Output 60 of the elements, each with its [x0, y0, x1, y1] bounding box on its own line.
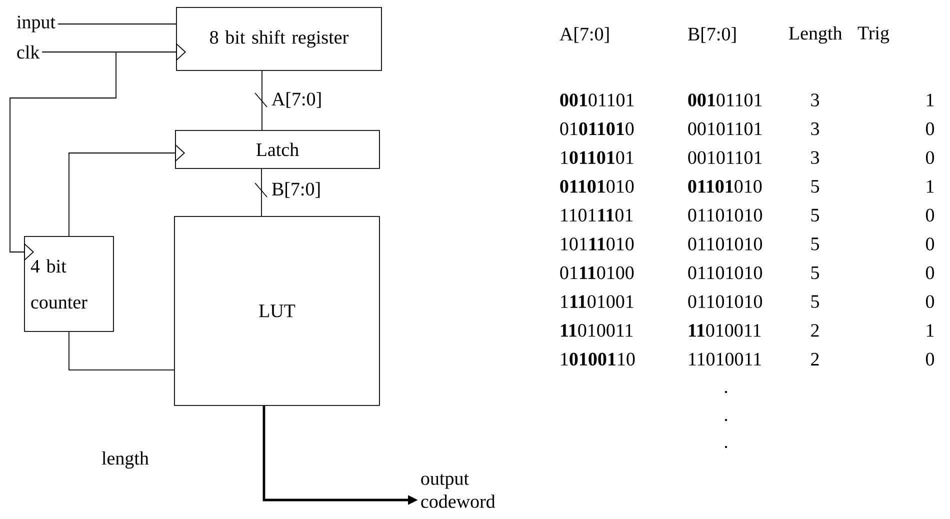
table-cell: 5 [811, 238, 819, 250]
table-cell: 00101101 [560, 94, 634, 106]
table-cell: 11011101 [561, 208, 633, 222]
table-cell: 0 [926, 208, 934, 222]
table-cell: 01101010 [688, 208, 762, 222]
table-cell: 1 [926, 324, 934, 337]
table-cell: 5 [811, 208, 819, 222]
table-cell: 3 [811, 122, 819, 136]
table-cell: 0 [926, 122, 934, 136]
table-cell: 2 [811, 352, 819, 366]
edge-label: A[7:0] [270, 91, 324, 109]
table-cell: 1 [926, 180, 934, 193]
wire [68, 144, 185, 236]
table-cell: 0 [926, 295, 934, 308]
table-cell: 01101010 [688, 295, 762, 308]
column-header: B[7:0] [688, 27, 736, 43]
table-cell: 11010011 [689, 352, 761, 366]
table-cell: 00101101 [688, 122, 762, 136]
table-cell: 10111010 [561, 238, 634, 250]
table-cell: 10100110 [561, 352, 635, 366]
wire [68, 331, 174, 370]
table-cell: 0 [926, 238, 934, 250]
signal-label: length [102, 451, 149, 469]
column-header: Trig [858, 26, 890, 44]
ellipsis-dot: . [724, 418, 728, 422]
table-cell: 01101010 [688, 180, 762, 193]
shift-register-box: 8 bit shift register [176, 7, 382, 71]
table-cell: 00101101 [688, 94, 762, 106]
table-cell: 01101010 [688, 238, 762, 250]
signal-label: clk [17, 45, 40, 59]
table-cell: 5 [811, 180, 819, 193]
table-cell: 1 [926, 94, 934, 106]
table-cell: 11101001 [561, 295, 634, 308]
ellipsis-dot: . [724, 446, 728, 448]
signal-label: output codeword [421, 474, 496, 508]
table-cell: 0 [926, 151, 934, 164]
table-cell: 10110101 [561, 151, 634, 164]
column-header: A[7:0] [560, 27, 609, 43]
table-cell: 0 [926, 352, 934, 366]
table-cell: 3 [811, 151, 819, 164]
table-cell: 5 [811, 295, 819, 308]
table-cell: 3 [811, 94, 819, 106]
counter-box: 4 bit counter [24, 236, 114, 332]
column-header: Length [789, 26, 842, 44]
edge-label: B[7:0] [270, 181, 322, 199]
table-cell: 01101010 [688, 266, 762, 280]
table-cell: 5 [811, 266, 819, 280]
latch-box: Latch [175, 130, 380, 169]
table-cell: 01011010 [560, 122, 634, 136]
table-cell: 11010011 [688, 324, 761, 337]
table-cell: 00101101 [688, 151, 762, 164]
table-cell: 11010011 [560, 324, 633, 337]
table-cell: 01101010 [560, 180, 634, 193]
table-cell: 01110100 [560, 266, 634, 280]
ellipsis-dot: . [724, 390, 728, 394]
signal-label: input [16, 16, 56, 32]
lut-box: LUT [174, 216, 380, 406]
table-cell: 2 [811, 324, 819, 337]
table-cell: 0 [926, 266, 934, 280]
wire [261, 168, 262, 216]
